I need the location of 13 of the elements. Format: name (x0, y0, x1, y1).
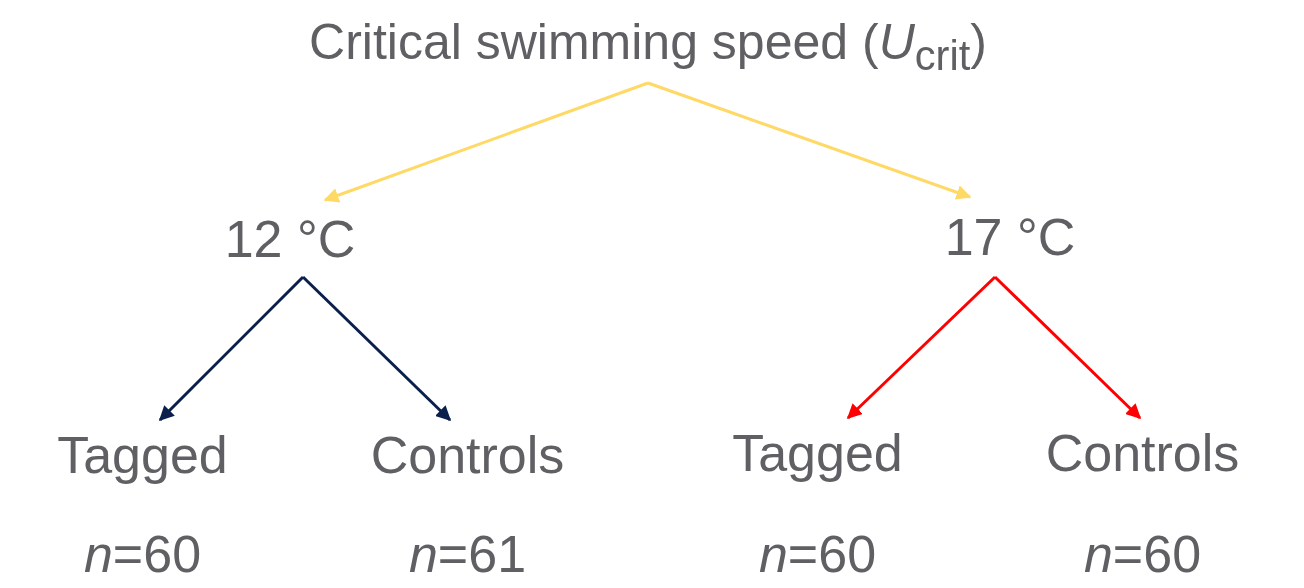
sample-size-label: n=60 (82, 528, 203, 580)
arrow (323, 81, 649, 203)
sample-size-label: n=60 (757, 528, 878, 580)
arrow (846, 275, 997, 420)
node-label: 12 °C (200, 200, 380, 277)
arrow (647, 81, 972, 200)
arrow (301, 275, 452, 422)
sample-size-label: n=60 (1082, 528, 1203, 580)
arrow (158, 275, 305, 422)
sample-size-label: n=61 (407, 528, 528, 580)
node-label: Critical swimming speed (U$_{crit}$) (180, 10, 1116, 83)
arrow (993, 275, 1142, 420)
node-label: 17 °C (910, 197, 1110, 277)
